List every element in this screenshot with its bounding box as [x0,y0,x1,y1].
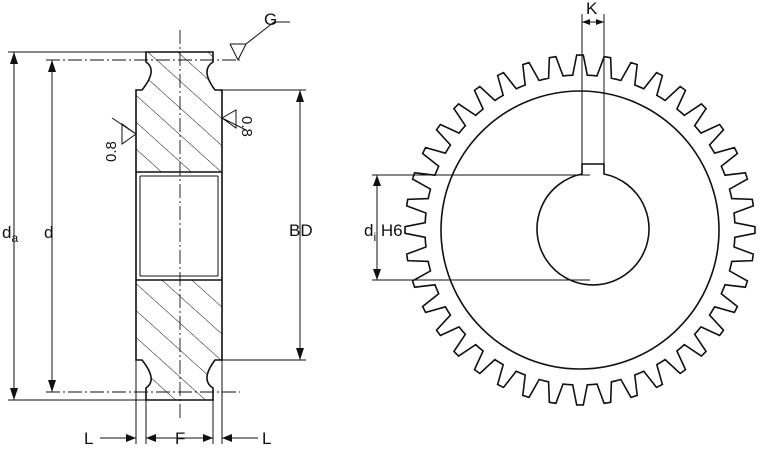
front-view [372,14,756,406]
root-hub-circle [440,90,720,370]
tip-diameter-label: da [2,223,18,245]
bore-diameter-label: di H6 [364,221,403,244]
gear-teeth [404,54,756,406]
hub-length-right-label: L [262,429,271,448]
roughness-value-right: 0.8 [238,116,255,137]
keyway-width-label: K [586,0,598,18]
hub-length-left-label: L [84,429,93,448]
bore-with-keyway [536,163,650,286]
roughness-value-left: 0.8 [103,141,120,162]
face-width-label: F [175,429,185,448]
pitch-diameter-label: d [44,223,53,242]
bore-bd-label: BD [289,221,313,240]
section-view [8,21,306,444]
roughness-g-label: G [264,10,277,29]
